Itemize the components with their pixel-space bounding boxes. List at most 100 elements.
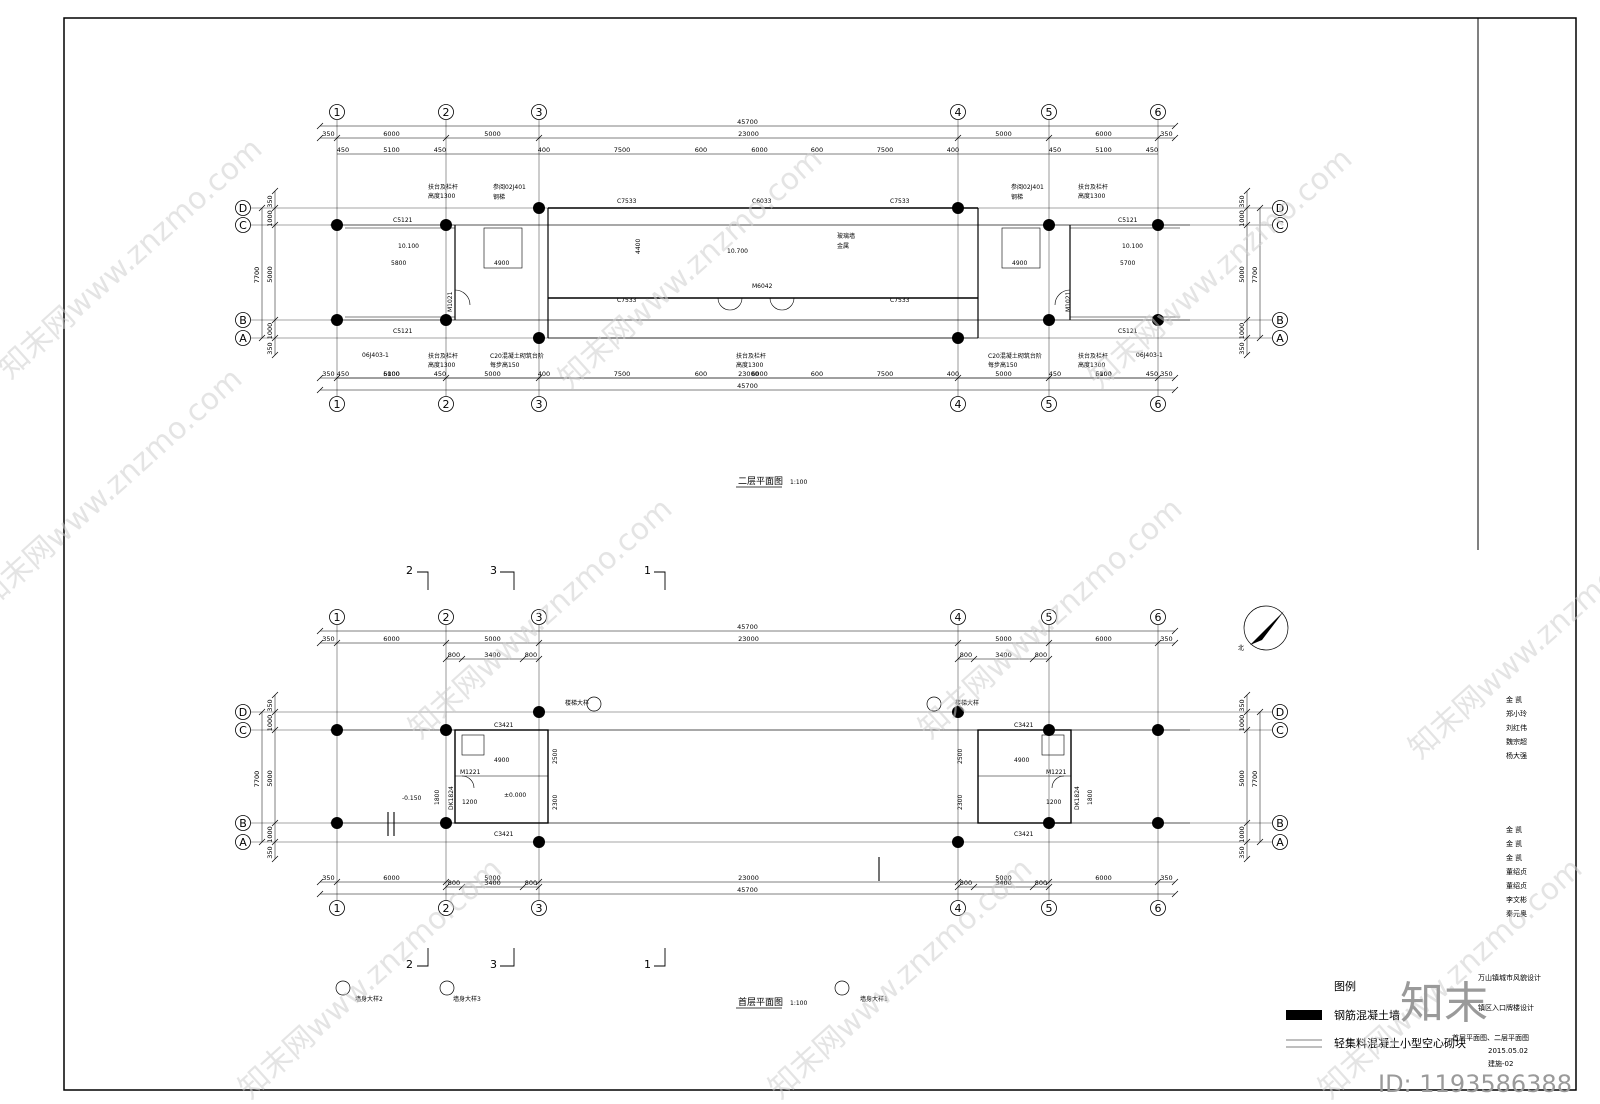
width-5700: 5700	[1120, 260, 1135, 267]
rail-note-bl: 扶台及栏杆	[428, 352, 458, 360]
ground-row2-left-bottom-value-2: 800	[525, 879, 537, 887]
section-1-bottom: 1	[644, 958, 651, 971]
ground-row2-right-bottom-value-2: 800	[1035, 879, 1047, 887]
ground-axis-left-C-label: C	[239, 724, 247, 737]
legend: 图例 钢筋混凝土墙 轻集料混凝土小型空心砌块	[1286, 979, 1466, 1050]
ground-total-top-tick-0	[316, 627, 324, 635]
c20-step-left: C20混凝土砌筑台阶	[490, 352, 544, 360]
height-2300-left: 2300	[552, 795, 559, 810]
approver-name-1: 金 凯	[1506, 839, 1522, 848]
ground-row2-left-top-value-2: 800	[525, 651, 537, 659]
ground-row2-left-bottom-tick-1	[458, 883, 466, 891]
second-row2-top-value-13: 5100	[1095, 146, 1112, 154]
height-2300-right: 2300	[957, 795, 964, 810]
second-row2-top-value-8: 600	[811, 146, 823, 154]
second-vdim-left-tick-5	[271, 351, 279, 359]
ground-axis-left-A-circle	[235, 834, 251, 850]
brand-logo: 知末	[1400, 978, 1488, 1029]
ground-axis-bottom-5-label: 5	[1046, 902, 1053, 915]
door-m1021-left: M1021	[447, 291, 454, 312]
ground-axis-right-A-circle	[1272, 834, 1288, 850]
ref-ladder-right: 钢梯	[1011, 193, 1023, 201]
ground-row1-bottom-value-3: 23000	[738, 874, 759, 882]
ground-axis-right-C-label: C	[1276, 724, 1284, 737]
second-axis-bottom-6-circle	[1150, 396, 1166, 412]
second-floor-title: 二层平面图	[738, 476, 783, 487]
ground-axis-bottom-3-label: 3	[536, 902, 543, 915]
svg-text:知末网www.znzmo.com: 知末网www.znzmo.com	[552, 141, 829, 396]
ground-vdim-right-value-3: 1000	[1238, 826, 1246, 843]
second-total-top-value-0: 45700	[737, 118, 758, 126]
second-axis-bottom-1-circle	[329, 396, 345, 412]
second-row2-bottom-value-8: 600	[811, 370, 823, 378]
glass-wall-note: 玻璃墙	[837, 232, 855, 240]
approver-name-3: 董绍贞	[1506, 867, 1527, 876]
ground-column-5-730	[1043, 724, 1055, 736]
second-vdim-left-tick-2	[271, 221, 279, 229]
window-c5121-br: C5121	[1118, 328, 1138, 335]
ground-vdim-left-tick-3	[271, 819, 279, 827]
ground-floor-title: 首层平面图	[738, 996, 783, 1008]
detail-marker-1	[926, 696, 942, 712]
second-axis-bottom-3-label: 3	[536, 398, 543, 411]
second-row2-bottom-value-7: 6000	[751, 370, 768, 378]
second-row1-top-value-3: 23000	[738, 130, 759, 138]
ref-02j401-right: 参阅02J401	[1011, 183, 1044, 191]
elevation-10700: 10.700	[727, 248, 748, 255]
ground-axis-bottom-6-label: 6	[1155, 902, 1162, 915]
height-4400: 4400	[635, 239, 642, 254]
second-vdim-right-total-tick-1	[1256, 334, 1264, 342]
second-row1-bottom-value-0: 350	[322, 370, 334, 378]
ground-total-bottom-tick-0	[316, 890, 324, 898]
ground-axis-right-A-label: A	[1276, 836, 1284, 849]
rail-note-mid: 扶台及栏杆	[736, 352, 766, 360]
ground-vdim-left-total-value-0: 7700	[253, 771, 261, 788]
second-row2-top-value-5: 7500	[614, 146, 631, 154]
approver-name-5: 李文彬	[1506, 895, 1527, 904]
second-row1-bottom-value-4: 5000	[995, 370, 1012, 378]
ground-row2-right-top-tick-0	[954, 655, 962, 663]
ground-axis-top-5-circle	[1041, 609, 1057, 625]
c20-step-height-left: 每步高150	[490, 361, 520, 369]
svg-text:知末网www.znzmo.com: 知末网www.znzmo.com	[0, 131, 269, 386]
window-c3421-bl: C3421	[494, 831, 514, 838]
second-row1-bottom-value-2: 5000	[484, 370, 501, 378]
ground-row2-right-top-value-2: 800	[1035, 651, 1047, 659]
second-axis-right-C-circle	[1272, 217, 1288, 233]
ground-axis-top-1-label: 1	[334, 611, 341, 624]
second-axis-top-5-circle	[1041, 104, 1057, 120]
second-column-4-208	[952, 202, 964, 214]
ground-axis-right-B-label: B	[1276, 817, 1284, 830]
ground-vdim-left-value-0: 350	[266, 699, 274, 711]
legend-block-label: 轻集料混凝土小型空心砌块	[1334, 1036, 1466, 1050]
second-axis-top-3-label: 3	[536, 106, 543, 119]
ground-floor-labels: C3421 C3421 C3421 C3421 M1221 M1221 4900…	[355, 699, 1094, 1003]
second-row1-top-value-2: 5000	[484, 130, 501, 138]
glass-wall-metal: 金属	[837, 242, 849, 250]
door-dk1824-right: DK1824	[1074, 786, 1081, 810]
second-row1-top-value-5: 6000	[1095, 130, 1112, 138]
ground-row1-top-value-2: 5000	[484, 635, 501, 643]
ground-row2-left-bottom-value-0: 800	[448, 879, 460, 887]
second-row2-bottom-value-13: 5100	[1095, 370, 1112, 378]
second-row2-bottom-value-4: 400	[538, 370, 550, 378]
second-floor-scale: 1:100	[790, 479, 807, 486]
second-row2-bottom-value-9: 7500	[877, 370, 894, 378]
detail-marker-0	[586, 696, 602, 712]
ground-floor-plan	[330, 729, 1190, 824]
ground-row1-top-tick-7	[1171, 639, 1179, 647]
north-label: 北	[1238, 644, 1244, 652]
second-row1-bottom-value-6: 350	[1160, 370, 1172, 378]
ground-row1-top-value-6: 350	[1160, 635, 1172, 643]
second-axis-left-D-circle	[235, 200, 251, 216]
second-axis-left-A-circle	[235, 330, 251, 346]
ground-column-3-712	[533, 706, 545, 718]
ref-ladder-left: 钢梯	[493, 193, 505, 201]
detail-marker-2	[335, 980, 351, 996]
section-2-top: 2	[406, 564, 413, 577]
ground-row1-bottom-tick-7	[1171, 878, 1179, 886]
ground-total-top-value-0: 45700	[737, 623, 758, 631]
window-c3421-br: C3421	[1014, 831, 1034, 838]
